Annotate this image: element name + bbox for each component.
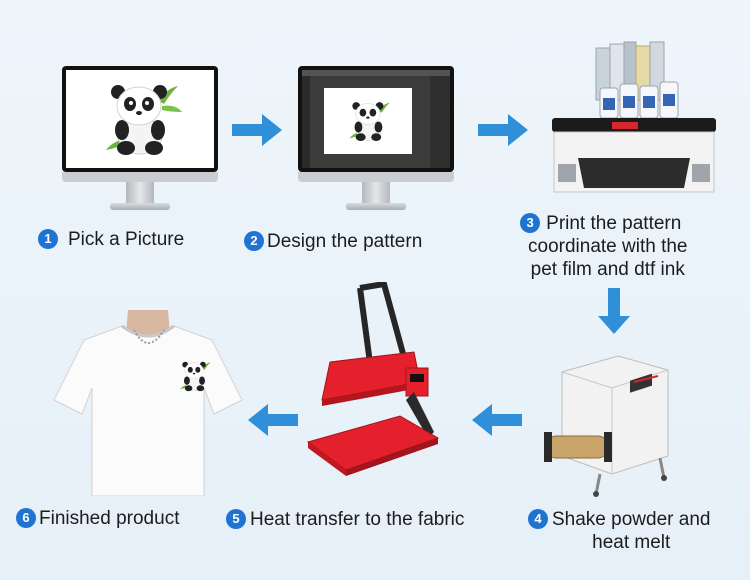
step1-label: 1 Pick a Picture: [38, 228, 184, 251]
step2-text: Design the pattern: [267, 231, 423, 252]
arrow-down-icon: [598, 288, 630, 334]
step-number-badge: 2: [244, 231, 264, 251]
arrow-right-icon: [478, 114, 528, 146]
step1-text: Pick a Picture: [68, 229, 185, 250]
step3-line1: Print the pattern: [546, 213, 682, 234]
step-number-badge: 4: [528, 509, 548, 529]
arrow-left-icon: [472, 404, 522, 436]
dtf-printer-image: [552, 41, 716, 193]
step-number-badge: 3: [520, 213, 541, 233]
step-number-badge: 1: [38, 229, 58, 249]
step-number-badge: 5: [226, 509, 246, 529]
arrow-left-icon: [248, 404, 298, 436]
finished-tshirt-image: [53, 310, 243, 496]
step-number-badge: 6: [16, 508, 36, 528]
powder-shaker-image: [544, 355, 669, 497]
panda-image: [106, 85, 182, 155]
step6-text: Finished product: [39, 508, 180, 529]
step4-line1: Shake powder and: [552, 509, 711, 530]
step3-line3: pet film and dtf ink: [530, 259, 685, 280]
step4-line2: heat melt: [592, 532, 671, 553]
heat-press-image: [306, 282, 440, 476]
step5-text: Heat transfer to the fabric: [250, 509, 465, 530]
step3-line2: coordinate with the: [528, 236, 688, 257]
arrow-right-icon: [232, 114, 282, 146]
panda-design-image: [349, 102, 390, 141]
